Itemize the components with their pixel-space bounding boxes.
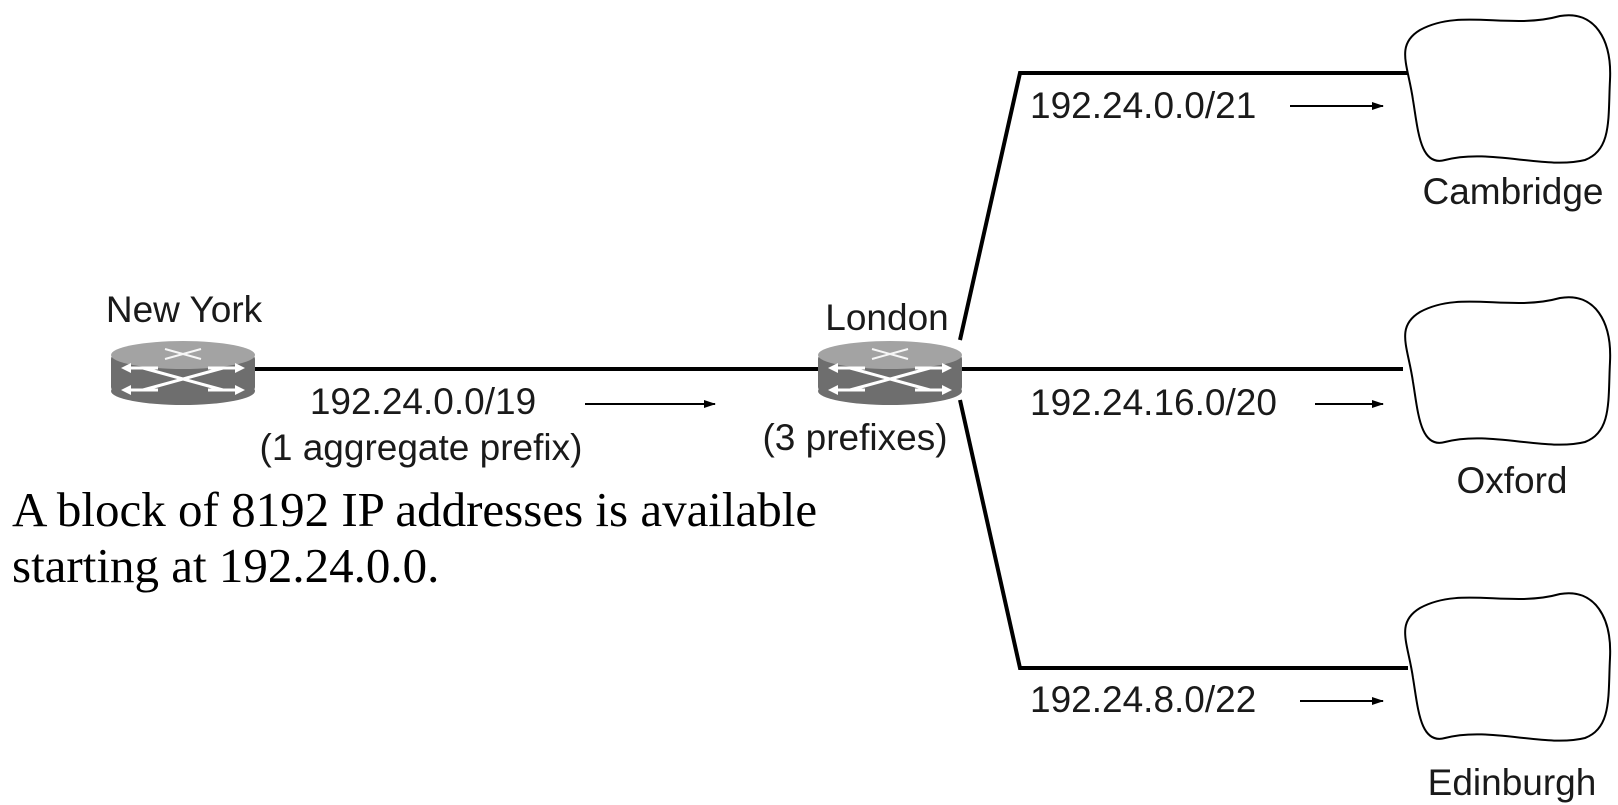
cambridge-cloud [1404,14,1612,164]
address-block-note: A block of 8192 IP addresses is availabl… [12,482,817,594]
london-prefix-count: (3 prefixes) [762,417,947,458]
link-london-edinburgh [958,399,1408,670]
note-line-1: A block of 8192 IP addresses is availabl… [12,482,818,537]
cambridge-prefix: 192.24.0.0/21 [1030,85,1256,126]
note-line-2: starting at 192.24.0.0. [12,538,440,593]
direction-arrows [585,102,1384,705]
cambridge-label: Cambridge [1423,171,1604,212]
router-new-york-icon [111,341,255,405]
site-clouds [1404,14,1612,742]
new-york-label: New York [106,289,263,330]
labels: New York London (3 prefixes) 192.24.0.0/… [106,85,1604,803]
trunk-description: (1 aggregate prefix) [260,427,583,468]
oxford-cloud [1404,296,1612,446]
edinburgh-label: Edinburgh [1428,762,1597,803]
link-london-cambridge [958,71,1415,341]
edinburgh-cloud [1404,592,1612,742]
edinburgh-prefix: 192.24.8.0/22 [1030,679,1256,720]
trunk-prefix: 192.24.0.0/19 [310,381,536,422]
oxford-prefix: 192.24.16.0/20 [1030,382,1277,423]
oxford-label: Oxford [1456,460,1567,501]
router-london-icon [818,341,962,405]
links [250,71,1415,670]
london-label: London [825,297,948,338]
